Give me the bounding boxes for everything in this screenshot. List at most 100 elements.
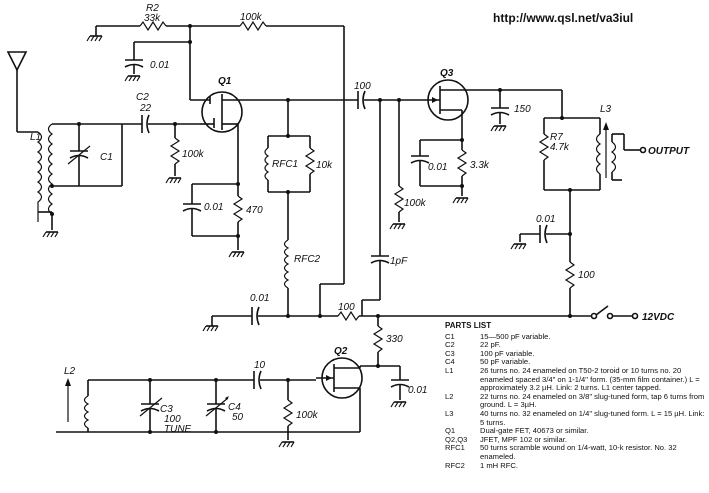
l2-label: L2 [64,366,76,377]
coupling-cap-label: 100 [354,81,371,92]
c2-value-label: 22 [139,103,152,114]
parts-list-item: L3 40 turns no. 32 enameled on 1/4" slug-… [445,408,707,427]
bus-cap-label: 0.01 [250,293,269,304]
ground-icon [389,223,406,230]
parts-list-item: RFC1 50 turns scramble wound on 1/4-watt,… [445,443,707,461]
antenna-icon [6,51,38,133]
ground-icon [86,35,103,42]
source1-resistor-label: 470 [246,205,263,216]
part-ref: Q1 [445,426,456,436]
c10-label: 10 [254,360,266,371]
parts-list-item: L1 26 turns no. 24 enameled on T50-2 toro… [445,365,707,393]
part-ref: C1 [445,331,455,341]
site-url: http://www.qsl.net/va3iul [493,11,633,25]
c4-value-label: 50 [232,412,244,423]
q2-transistor-icon [316,357,363,399]
parts-list: PARTS LIST C1 15—500 pF variable. C2 22 pF.… [445,321,707,471]
parts-list-item: C3 100 pF variable. [445,348,707,359]
q3-label: Q3 [440,68,454,79]
source1-cap-label: 0.01 [204,202,223,213]
part-ref: RFC1 [445,443,465,453]
part-description: 26 turns no. 24 enameled on T50-2 toroid… [480,365,700,393]
q3-transistor-icon [422,79,469,121]
part-ref: Q2,Q3 [445,434,468,444]
ground-icon [202,325,219,332]
part-description: 1 mH RFC. [480,460,518,470]
part-description: 22 turns no. 24 enameled on 3/8" slug-tu… [480,391,705,410]
parts-list-item: C2 22 pF. [445,341,707,350]
output-label: OUTPUT [648,146,690,157]
part-description: 15—500 pF variable. [480,331,551,341]
c3-tune-label: TUNE [164,424,192,435]
c1-label: C1 [100,152,113,163]
part-ref: C2 [445,340,455,350]
top-resistor-label: 100k [240,12,263,23]
part-description: Dual-gate FET, 40673 or similar. [480,426,589,436]
l1-coil-icon [36,123,122,230]
ground-icon [124,75,141,82]
ground-icon [42,231,59,238]
drain-resistor-label: 10k [316,160,333,171]
ground-icon [165,177,182,184]
ground-icon [278,441,295,448]
c1-capacitor-icon [52,124,91,187]
c4-ref-label: C4 [228,402,241,413]
part-ref: L1 [445,365,454,375]
gate2-resistor-label: 100k [296,410,319,421]
part-description: 50 turns scramble wound on 1/4-watt, 10-… [480,443,677,461]
part-ref: L3 [445,408,454,418]
part-ref: C4 [445,357,455,367]
parts-list-item: C1 15—500 pF variable. [445,331,707,342]
ground-icon [390,401,407,408]
ground-icon [490,125,507,132]
l3-coil-icon [595,122,617,178]
bus-resistor-label: 100 [338,302,355,313]
parts-list-rows: C1 15—500 pF variable. C2 22 pF. C3 100 pF va… [445,331,707,471]
r7-value-label: 4.7k [550,142,570,153]
source3-cap-label: 0.01 [428,162,447,173]
parts-list-item: RFC2 1 mH RFC. [445,460,707,471]
l1-label: L1 [30,132,41,143]
r2-ref-label: R2 [146,3,159,14]
l2-coil-icon [83,395,90,432]
r7-ref-label: R7 [550,132,563,143]
part-description: 40 turns no. 32 enameled on 1/4" slug-tu… [480,408,705,427]
q1-label: Q1 [218,76,232,87]
rfc1-label: RFC1 [272,159,298,170]
ground-icon [228,251,245,258]
parts-list-item: Q2,Q3 JFET, MPF 102 or similar. [445,434,707,445]
part-description: 100 pF variable. [480,348,535,358]
c2-ref-label: C2 [136,92,149,103]
q2-label: Q2 [334,346,348,357]
ground-icon [452,197,469,204]
part-description: 22 pF. [480,340,501,350]
part-description: JFET, MPF 102 or similar. [480,434,567,444]
l3-label: L3 [600,104,612,115]
drain3-cap-label: 150 [514,104,531,115]
rfc2-label: RFC2 [294,254,321,265]
part-ref: L2 [445,391,454,401]
parts-list-item: Q1 Dual-gate FET, 40673 or similar. [445,427,707,436]
parts-list-title: PARTS LIST [445,321,492,330]
gate3-resistor-label: 100k [404,198,427,209]
drain2-resistor-label: 330 [386,334,403,345]
part-ref: C3 [445,348,455,358]
feedback-cap-label: 1pF [390,256,408,267]
decoupling-resistor-label: 100 [578,270,595,281]
decoupling-cap-label: 0.01 [536,214,555,225]
drain2-cap-label: 0.01 [408,385,427,396]
parts-list-item: C4 50 pF variable. [445,358,707,367]
source3-resistor-label: 3.3k [470,160,490,171]
part-ref: RFC2 [445,460,465,470]
c3-ref-label: C3 [160,404,173,415]
c3-value-label: 100 [164,414,181,425]
q1-transistor-icon [190,91,243,133]
part-description: 50 pF variable. [480,357,531,367]
supply-label: 12VDC [642,312,675,323]
top-cap-label: 0.01 [150,60,169,71]
r2-value-label: 33k [144,13,161,24]
parts-list-item: L2 22 turns no. 24 enameled on 3/8" slug-… [445,391,707,410]
ground-icon [510,243,527,250]
gate1-resistor-label: 100k [182,149,205,160]
